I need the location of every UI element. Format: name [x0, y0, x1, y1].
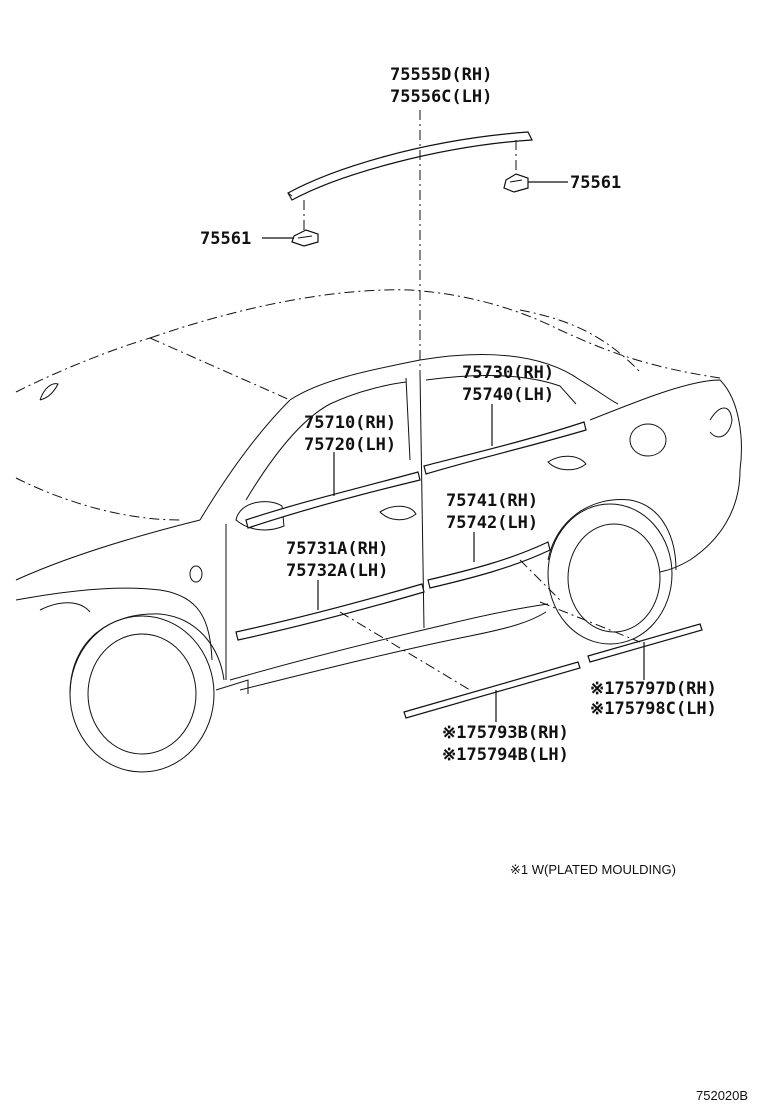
rocker-moulding-rear[interactable] — [587, 623, 703, 663]
rocker-moulding-front[interactable] — [403, 661, 581, 719]
label-clip-left: 75561 — [200, 229, 251, 249]
label-roof-mould-rh: 75555D(RH) — [390, 65, 492, 85]
diagram-code: 752020B — [696, 1088, 748, 1103]
label-clip-right: 75561 — [570, 173, 621, 193]
label-front-side-rh: 75731A(RH) — [286, 539, 388, 559]
rear-side-moulding[interactable] — [427, 541, 551, 589]
guide-rocker-front — [339, 611, 471, 691]
label-front-belt-lh: 75720(LH) — [304, 435, 396, 455]
label-front-belt-rh: 75710(RH) — [304, 413, 396, 433]
label-rear-side-rh: 75741(RH) — [446, 491, 538, 511]
clip-right[interactable] — [503, 173, 529, 193]
roof-drip-moulding[interactable] — [287, 131, 533, 201]
front-belt-moulding[interactable] — [245, 471, 421, 529]
label-rocker-front-rh: ※175793B(RH) — [442, 723, 569, 743]
clip-left[interactable] — [291, 229, 319, 247]
label-front-side-lh: 75732A(LH) — [286, 561, 388, 581]
front-side-moulding[interactable] — [235, 583, 425, 641]
label-roof-mould-lh: 75556C(LH) — [390, 87, 492, 107]
label-rocker-rear-lh: ※175798C(LH) — [590, 699, 717, 719]
label-rear-belt-lh: 75740(LH) — [462, 385, 554, 405]
rear-belt-moulding[interactable] — [423, 421, 587, 475]
guide-rear-side — [519, 559, 561, 601]
label-rocker-rear-rh: ※175797D(RH) — [590, 679, 717, 699]
car-body — [15, 289, 742, 773]
label-rear-side-lh: 75742(LH) — [446, 513, 538, 533]
label-rocker-front-lh: ※175794B(LH) — [442, 745, 569, 765]
footnote: ※1 W(PLATED MOULDING) — [510, 862, 676, 877]
label-rear-belt-rh: 75730(RH) — [462, 363, 554, 383]
guide-rocker-rear — [539, 601, 641, 643]
